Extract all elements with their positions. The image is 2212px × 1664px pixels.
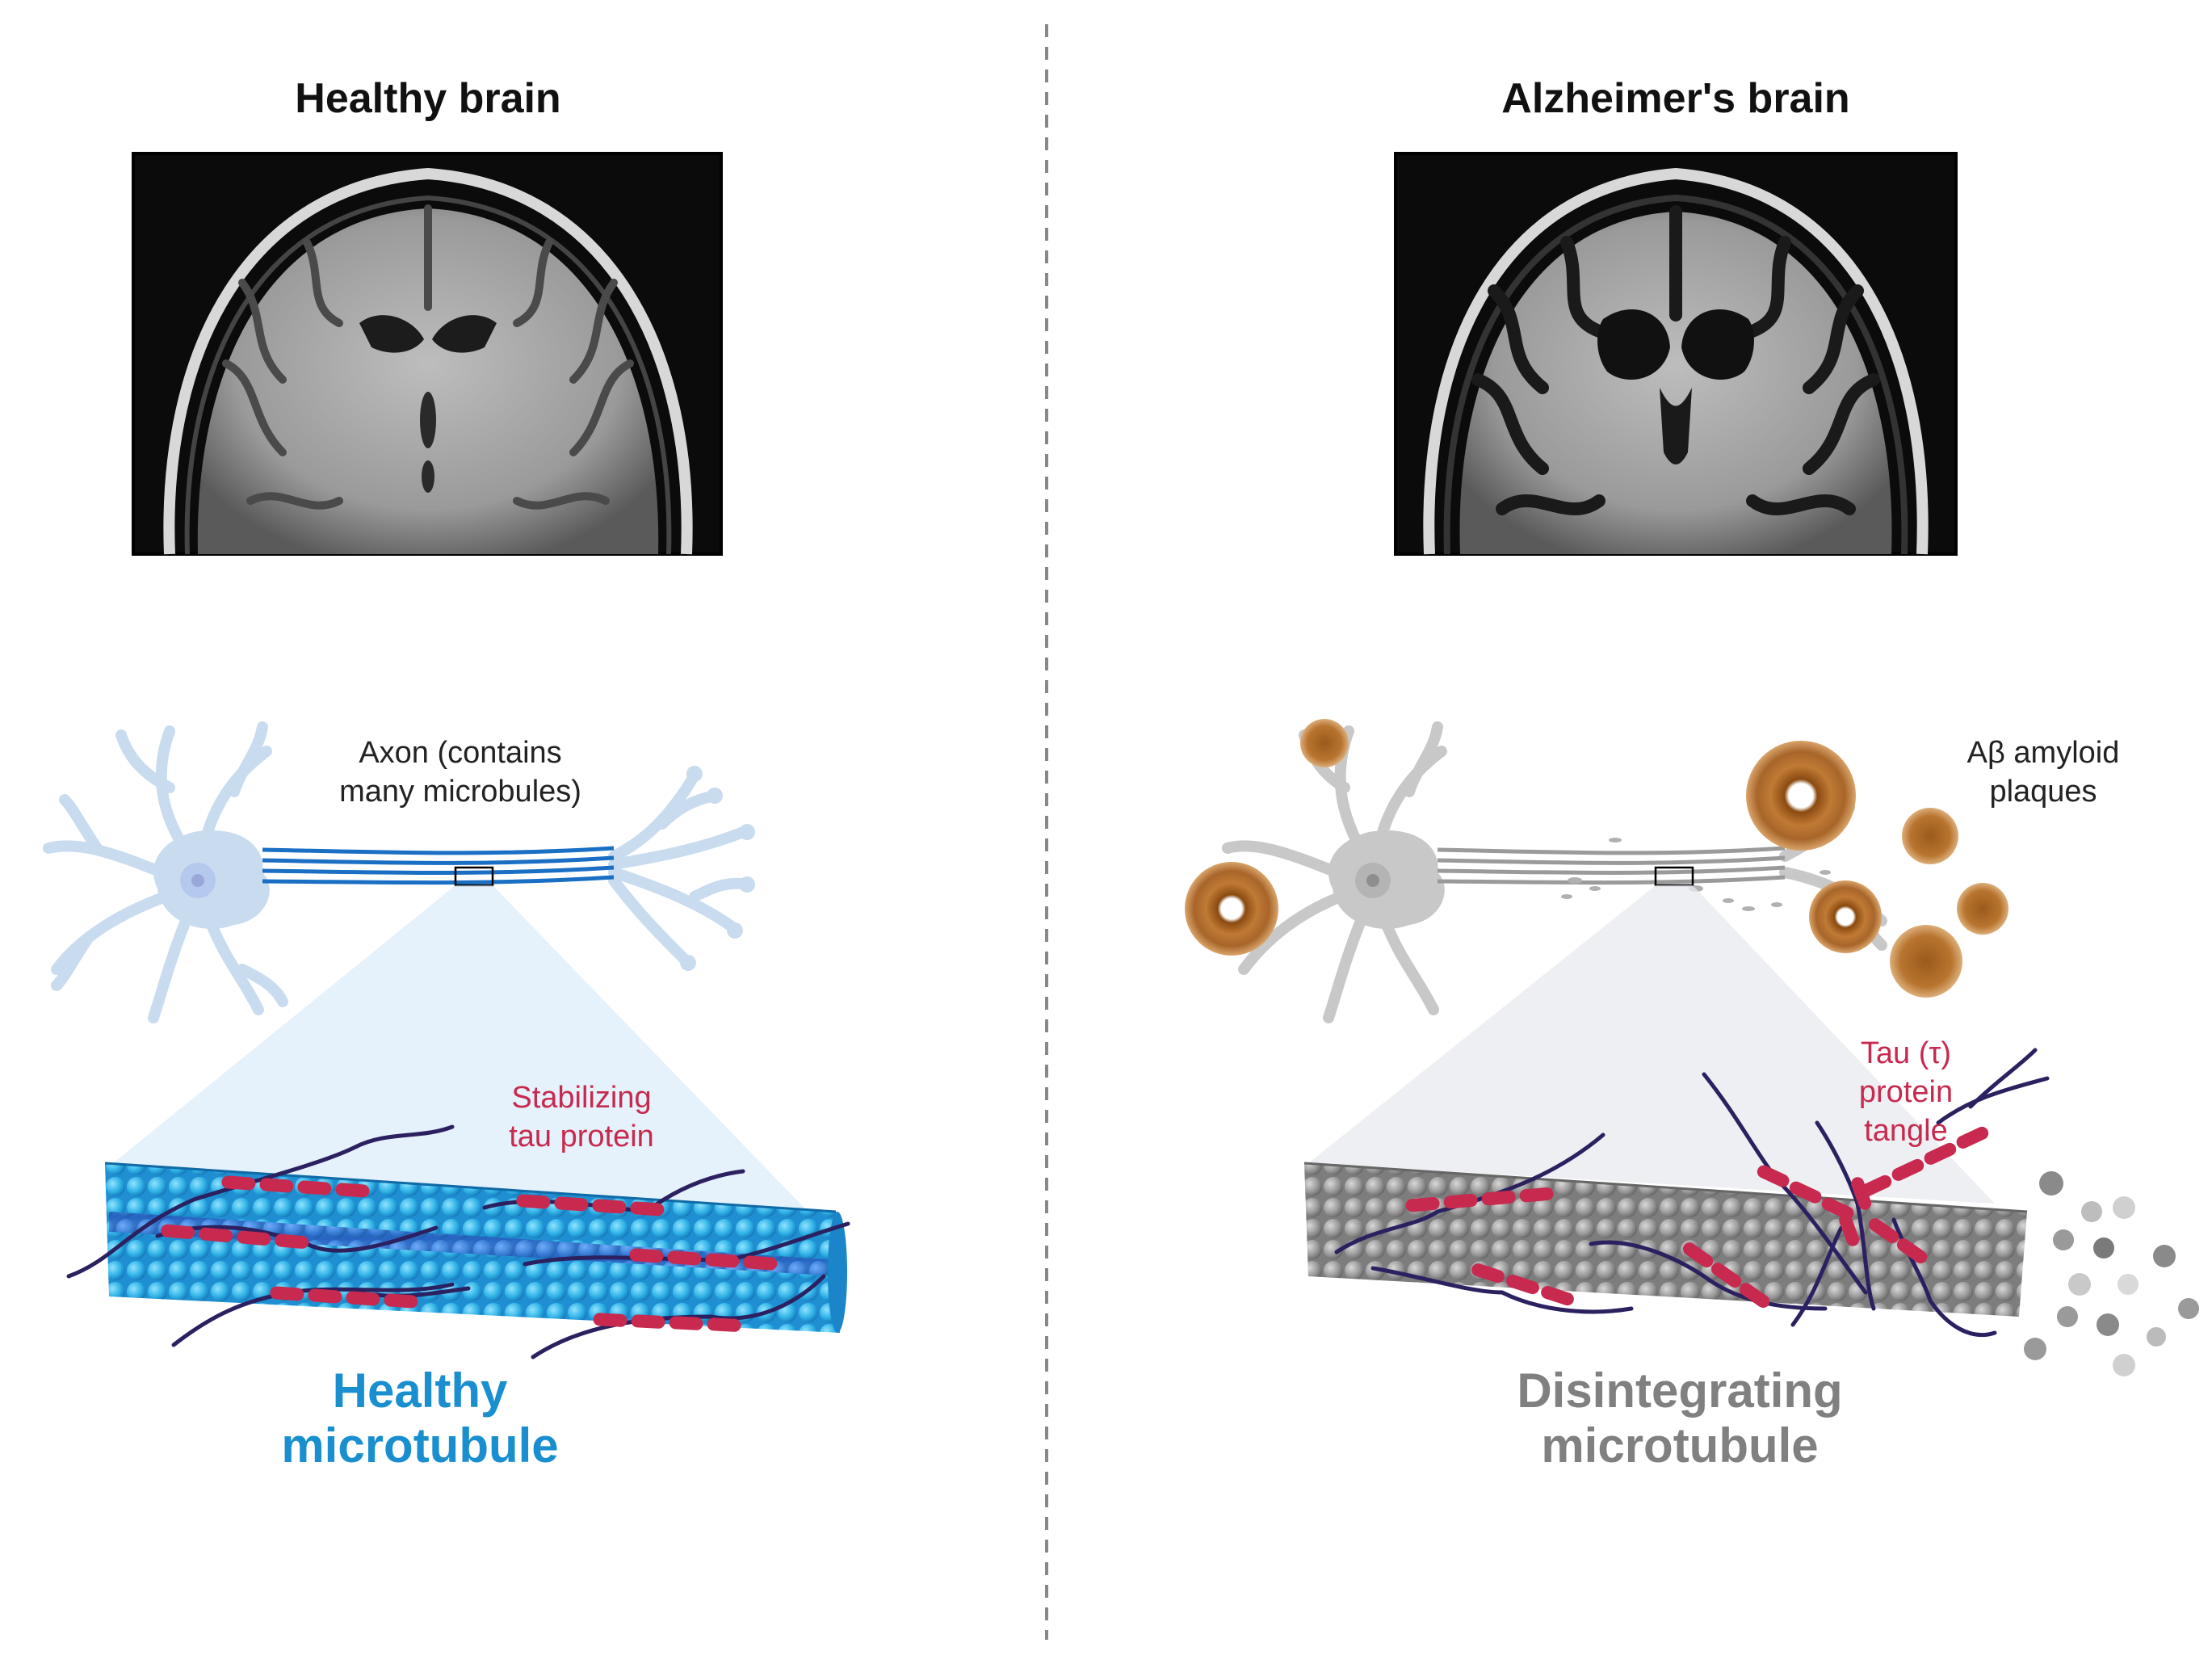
axon-label-line2: many microbules) [339, 775, 581, 809]
healthy-microtubule-line1: Healthy [332, 1364, 508, 1418]
healthy-axon [262, 846, 615, 885]
tau-label-line1: Stabilizing [511, 1081, 652, 1115]
alzheimers-axon [1437, 846, 1786, 885]
amyloid-plaques-label: Aβ amyloid plaques [1906, 733, 2181, 811]
stabilizing-tau-label: Stabilizing tau protein [452, 1078, 711, 1156]
disintegrating-microtubule-label: Disintegrating microtubule [1438, 1364, 1922, 1473]
alzheimers-mri-image [1394, 152, 1958, 556]
healthy-neuron [43, 721, 755, 1023]
disintegrating-microtubule-line2: microtubule [1541, 1418, 1819, 1473]
tau-tangle-label: Tau (τ) protein tangle [1809, 1034, 2003, 1150]
healthy-microtubule-line2: microtubule [281, 1418, 559, 1473]
alzheimers-zoom-cone [1308, 885, 1995, 1204]
healthy-microtubule [66, 1124, 850, 1359]
tangle-label-line3: tangle [1864, 1114, 1948, 1148]
healthy-mri-image [132, 152, 723, 556]
healthy-brain-title: Healthy brain [295, 75, 561, 122]
disintegrating-microtubule [1303, 1048, 2199, 1376]
healthy-microtubule-label: Healthy microtubule [234, 1364, 606, 1473]
axon-label: Axon (contains many microbules) [291, 733, 630, 811]
amyloid-plaques [1185, 719, 2008, 998]
healthy-zoom-cone [113, 885, 816, 1220]
disintegrating-microtubule-line1: Disintegrating [1517, 1364, 1843, 1418]
tangle-label-line2: protein [1858, 1075, 1954, 1109]
plaque-label-line2: plaques [1989, 775, 2097, 809]
tau-label-line2: tau protein [509, 1120, 654, 1153]
plaque-label-line1: Aβ amyloid [1966, 736, 2120, 770]
tangle-label-line1: Tau (τ) [1860, 1036, 1952, 1070]
axon-label-line1: Axon (contains [359, 736, 562, 770]
alzheimers-brain-title: Alzheimer's brain [1501, 75, 1850, 122]
